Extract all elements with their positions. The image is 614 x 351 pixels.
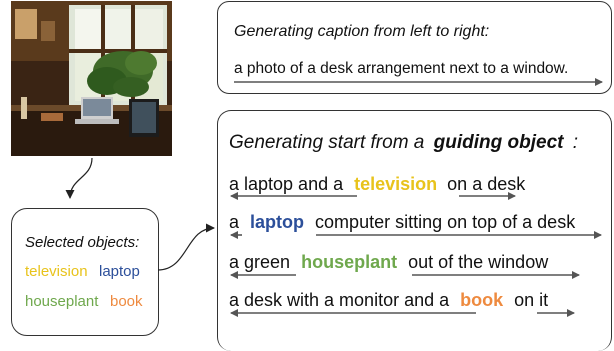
line-4-object-book: book bbox=[460, 290, 504, 310]
left-to-right-caption-panel bbox=[217, 1, 612, 94]
arrows-layer bbox=[65, 78, 603, 317]
guided-heading: Generating start from a guiding object : bbox=[229, 132, 578, 154]
line-2-before: a bbox=[229, 212, 240, 232]
guided-line-2: a laptop computer sitting on top of a de… bbox=[229, 212, 575, 233]
guided-heading-suffix: : bbox=[572, 132, 579, 153]
line-4-after: on it bbox=[514, 290, 549, 310]
line-3-after: out of the window bbox=[408, 252, 549, 272]
selected-object-laptop: laptop bbox=[99, 263, 140, 280]
line-3-before: a green bbox=[229, 252, 291, 272]
guided-heading-prefix: Generating start from a bbox=[229, 132, 425, 153]
left-to-right-caption: a photo of a desk arrangement next to a … bbox=[234, 60, 569, 77]
line-1-before: a laptop and a bbox=[229, 174, 344, 194]
line-2-object-laptop: laptop bbox=[250, 212, 305, 232]
guided-heading-bold: guiding object bbox=[433, 132, 564, 153]
line-4-before: a desk with a monitor and a bbox=[229, 290, 450, 310]
line-1-object-television: television bbox=[354, 174, 438, 194]
photo-to-selected-arrow bbox=[65, 157, 93, 199]
line-3-object-houseplant: houseplant bbox=[301, 252, 398, 272]
guided-line-3: a green houseplant out of the window bbox=[229, 252, 548, 273]
selected-object-book: book bbox=[110, 293, 143, 310]
selected-objects-panel bbox=[11, 208, 159, 336]
guided-line-1: a laptop and a television on a desk bbox=[229, 174, 525, 195]
selected-object-television: television bbox=[25, 263, 88, 280]
guided-generation-panel bbox=[217, 110, 612, 351]
guided-line-4: a desk with a monitor and a book on it bbox=[229, 290, 548, 311]
line-2-after: computer sitting on top of a desk bbox=[315, 212, 576, 232]
selected-to-guided-arrow bbox=[157, 223, 215, 271]
photo-desk-window bbox=[11, 1, 172, 156]
left-to-right-heading: Generating caption from left to right: bbox=[234, 23, 490, 40]
selected-object-houseplant: houseplant bbox=[25, 293, 99, 310]
line-1-after: on a desk bbox=[447, 174, 526, 194]
selected-objects-heading: Selected objects: bbox=[25, 234, 140, 251]
